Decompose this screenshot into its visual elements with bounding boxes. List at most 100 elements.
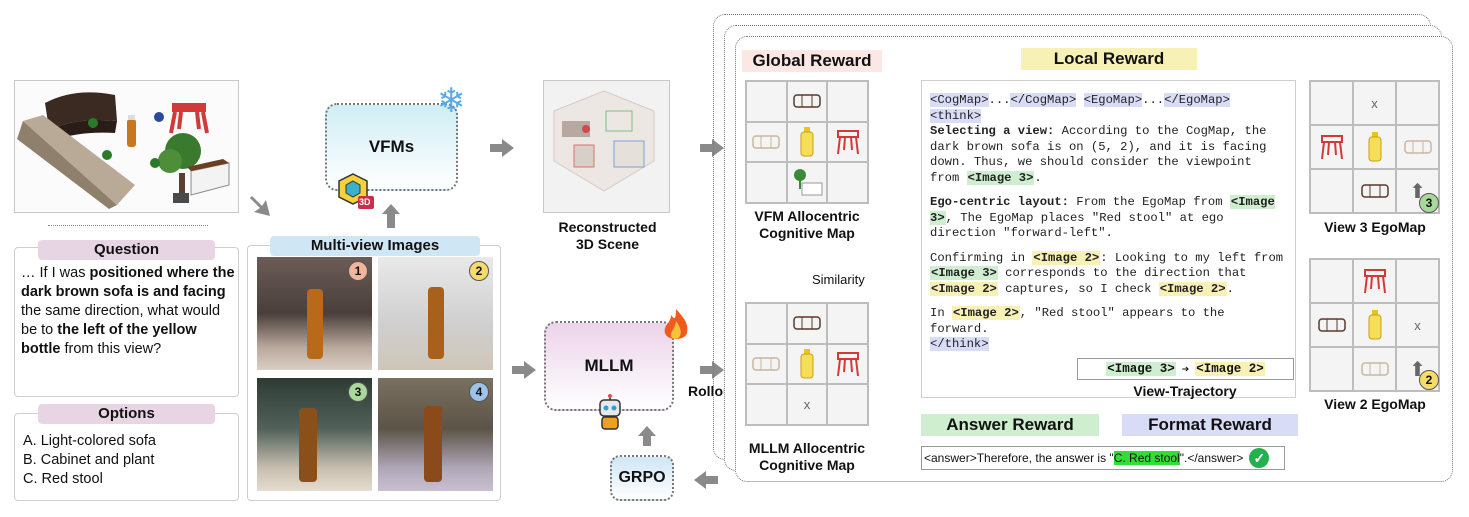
p1-end: . (1034, 170, 1042, 185)
ellipsis: ... (1142, 93, 1165, 107)
trajectory-from: <Image 3> (1106, 362, 1176, 376)
arrow-stack-to-grpo (694, 471, 718, 489)
answer-highlight: C. Red stool (1113, 451, 1180, 465)
map-cell (827, 384, 868, 425)
egomap-open-tag: <EgoMap> (1083, 93, 1143, 107)
view-image-2: 2 (378, 257, 493, 370)
question-bold-2: the left of the yellow bottle (21, 322, 197, 357)
ellipsis: ... (988, 93, 1011, 107)
red-stool-icon (827, 121, 868, 163)
cube-3d-label: 3D (359, 197, 371, 207)
selecting-view-label: Selecting a view: (930, 124, 1055, 138)
light-sofa-icon (1353, 347, 1396, 391)
question-text: … If I was positioned where the dark bro… (21, 264, 236, 359)
trajectory-arrow-icon: ➔ (1181, 363, 1190, 377)
red-stool-icon (1310, 125, 1353, 169)
map-cell (746, 384, 787, 425)
snowflake-icon: ❄ (437, 82, 466, 120)
light-sofa-icon (746, 343, 787, 385)
map-cell (827, 81, 868, 122)
view2-badge: 2 (1419, 370, 1439, 390)
view-trajectory-box: <Image 3> ➔ <Image 2> (1077, 358, 1294, 380)
arrow-multiview-to-vfms (382, 204, 400, 228)
map-cell (827, 303, 868, 344)
p3-t5: . (1226, 281, 1234, 296)
view-trajectory-caption: View-Trajectory (1133, 383, 1237, 399)
map-cell (746, 303, 787, 344)
x-mark: x (1396, 303, 1439, 347)
dotted-divider (48, 225, 208, 226)
vfms-label: VFMs (368, 137, 415, 156)
egomap-close-tag: </EgoMap> (1164, 93, 1230, 107)
view-image-4: 4 (378, 378, 493, 491)
options-panel: Options A. Light-colored sofa B. Cabinet… (14, 404, 239, 501)
image2-ref: <Image 2> (930, 281, 998, 296)
arrow-scene-to-global (700, 139, 724, 157)
question-panel: Question … If I was positioned where the… (14, 240, 239, 397)
reasoning-p3: Confirming in <Image 2>: Looking to my l… (930, 250, 1287, 298)
global-reward-title: Global Reward (742, 50, 882, 72)
vfm-map-caption-line2: Cognitive Map (759, 225, 855, 241)
fire-icon (659, 307, 693, 345)
arrow-mllm-to-global (700, 361, 724, 379)
view2-egomap-caption: View 2 EgoMap (1324, 396, 1426, 412)
red-stool-icon (1353, 259, 1396, 303)
arrow-vfms-to-scene (490, 139, 514, 157)
yellow-bottle-icon (786, 343, 828, 385)
map-cell (1310, 259, 1353, 303)
image2-ref: <Image 2> (951, 306, 1020, 320)
answer-reward-title: Answer Reward (921, 414, 1099, 436)
mllm-map-caption-line2: Cognitive Map (759, 457, 855, 473)
view-image-3: 3 (257, 378, 372, 491)
bottle-icon (424, 406, 442, 482)
light-sofa-icon (746, 121, 787, 163)
check-icon: ✓ (1249, 448, 1270, 468)
mllm-map-caption: MLLM Allocentric Cognitive Map (738, 440, 876, 474)
reconstructed-scene-image (543, 80, 670, 213)
image3-ref: <Image 3> (966, 170, 1035, 185)
x-mark: x (786, 384, 828, 425)
cogmap-close-tag: </CogMap> (1010, 93, 1077, 107)
plant-cabinet-icon (786, 162, 828, 203)
dark-sofa-icon (786, 303, 828, 344)
cogmap-open-tag: <CogMap> (930, 93, 989, 107)
scene-caption-line2: 3D Scene (575, 236, 640, 252)
answer-pre: <answer>Therefore, the answer is " (924, 451, 1114, 465)
local-reward-title: Local Reward (1021, 48, 1197, 70)
think-open-tag: <think> (930, 108, 982, 123)
p3-t1: Confirming in (930, 250, 1033, 265)
reasoning-p2: Ego-centric layout: From the EgoMap from… (930, 195, 1287, 242)
mllm-cognitive-map: x (745, 302, 869, 426)
yellow-bottle-icon (1353, 125, 1396, 169)
format-reward-title: Format Reward (1122, 414, 1298, 436)
map-cell (1396, 81, 1439, 125)
question-title: Question (38, 240, 215, 260)
map-cell (746, 81, 787, 122)
light-sofa-icon (1396, 125, 1439, 169)
input-3d-scene-image (14, 80, 239, 213)
robot-icon (594, 394, 626, 432)
image3-ref: <Image 3> (930, 266, 998, 280)
answer-line-box: <answer>Therefore, the answer is "C. Red… (921, 446, 1285, 470)
p3-t4: captures, so I check (997, 281, 1159, 296)
view-badge-3: 3 (348, 382, 368, 402)
map-cell (827, 162, 868, 203)
question-prefix: … If I was (21, 265, 90, 281)
p4-t1: In (930, 306, 952, 320)
grpo-box: GRPO (610, 455, 674, 501)
vfm-cognitive-map (745, 80, 869, 204)
vfms-box: VFMs (325, 103, 458, 191)
mllm-map-caption-line1: MLLM Allocentric (748, 440, 866, 456)
image2-ref: <Image 2> (1032, 250, 1101, 265)
image2-ref: <Image 2> (1158, 281, 1227, 296)
cube-3d-icon: 3D (336, 172, 374, 210)
option-a: A. Light-colored sofa (23, 433, 156, 449)
option-b: B. Cabinet and plant (23, 452, 155, 468)
multiview-title: Multi-view Images (270, 236, 480, 256)
map-cell (1310, 347, 1353, 391)
dark-sofa-icon (786, 81, 828, 122)
grpo-label: GRPO (618, 469, 666, 486)
p3-t2: : Looking to my left from (1100, 250, 1284, 265)
options-title: Options (38, 404, 215, 424)
objects-illustration (17, 92, 230, 209)
